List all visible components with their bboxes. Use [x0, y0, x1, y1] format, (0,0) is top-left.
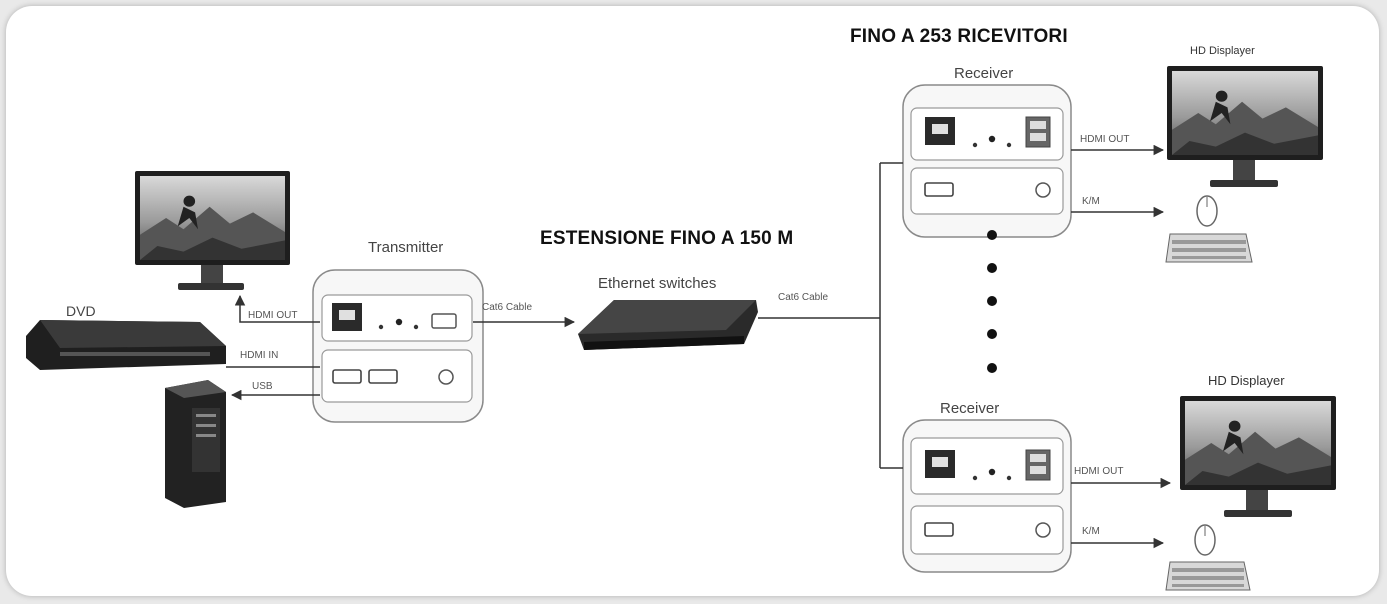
dvd-player [26, 320, 226, 370]
label-hdmi-in: HDMI IN [240, 350, 279, 361]
label-usb: USB [252, 381, 273, 392]
label-display-bottom: HD Displayer [1208, 373, 1285, 388]
receiver-unit-top [902, 84, 1072, 238]
label-hdmi-out-rx-bottom: HDMI OUT [1074, 466, 1124, 477]
monitor-left [135, 171, 290, 290]
transmitter-unit [312, 269, 484, 423]
line-hdmi-out-left [234, 294, 320, 323]
label-transmitter: Transmitter [368, 239, 444, 256]
label-km-top: K/M [1082, 196, 1100, 207]
more-receivers-dots [987, 230, 997, 373]
monitor-bottom-right [1180, 396, 1336, 517]
label-cable-tx: Cat6 Cable [482, 302, 533, 313]
label-hdmi-out-rx-top: HDMI OUT [1080, 134, 1130, 145]
label-cable-switch: Cat6 Cable [778, 292, 829, 303]
ethernet-switch [578, 300, 758, 350]
label-ethernet-switch: Ethernet switches [598, 275, 717, 292]
label-display-top: HD Displayer [1190, 45, 1255, 57]
pc-tower [165, 380, 226, 508]
receiver-unit-bottom [902, 419, 1072, 573]
headline-extension: ESTENSIONE FINO A 150 M [540, 228, 794, 249]
connection-lines [226, 144, 1172, 549]
headline-receivers: FINO A 253 RICEVITORI [850, 26, 1068, 47]
label-receiver-bottom: Receiver [940, 400, 1000, 417]
label-hdmi-out-left: HDMI OUT [248, 310, 298, 321]
label-receiver-top: Receiver [954, 65, 1014, 82]
label-dvd: DVD [66, 303, 96, 319]
keyboard-mouse-bottom [1165, 524, 1251, 591]
monitor-top-right [1167, 66, 1323, 187]
keyboard-mouse-top [1165, 195, 1253, 263]
label-km-bottom: K/M [1082, 526, 1100, 537]
